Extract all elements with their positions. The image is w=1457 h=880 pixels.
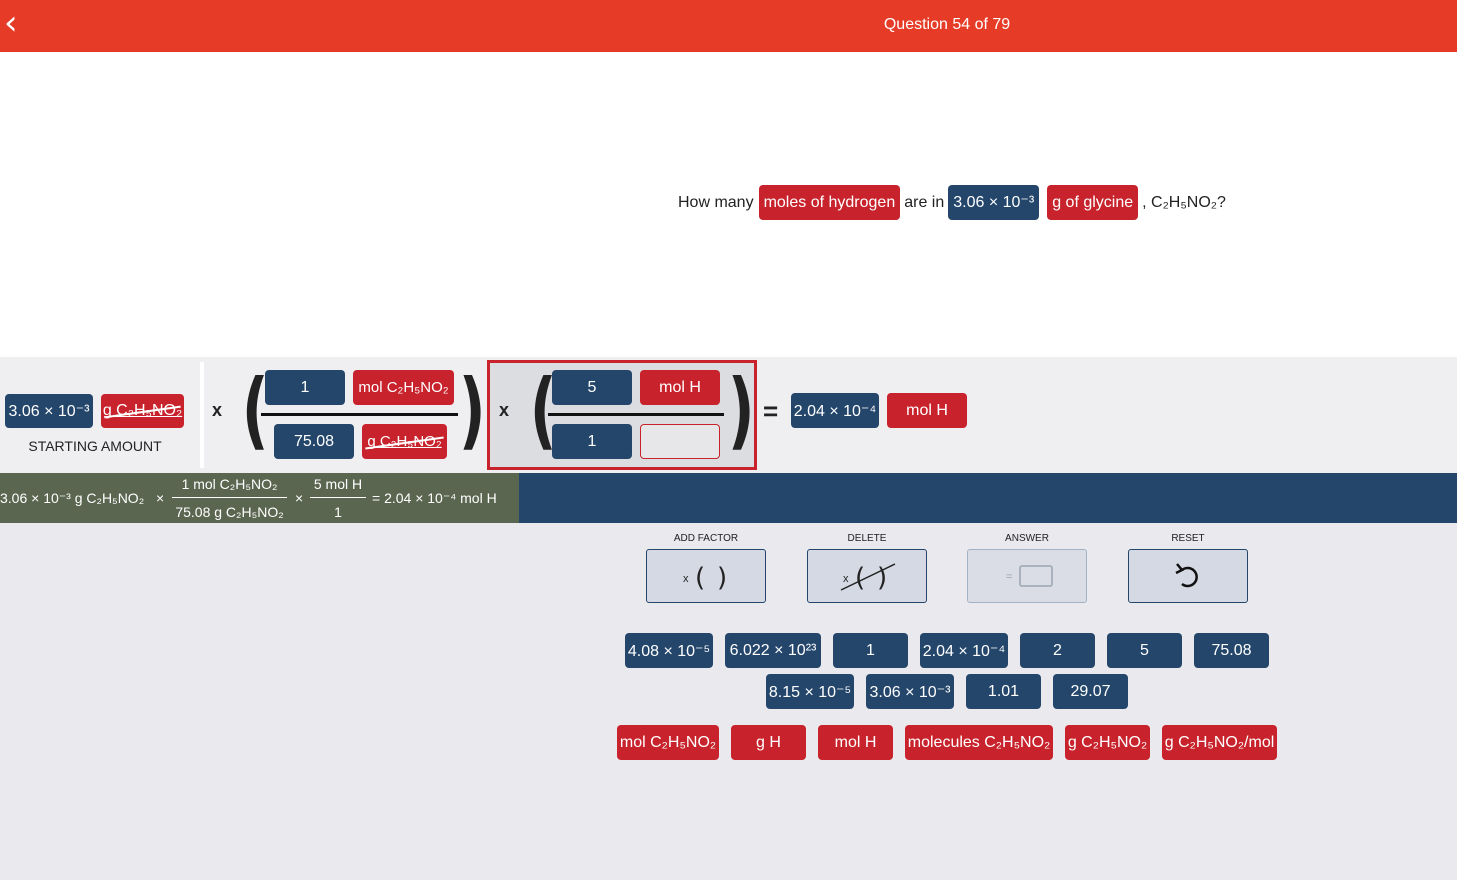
answer-value-tile[interactable]: 2.04 × 10⁻⁴ [791,393,879,428]
summary-f1-bar [172,497,287,498]
right-paren-2: ) [727,361,755,459]
question-area [0,52,1457,357]
factor1-denominator-value[interactable]: 75.08 [274,424,354,459]
summary-f1-numerator: 1 mol C₂H₅NO₂ [181,476,278,492]
number-tile[interactable]: 1.01 [966,674,1041,709]
top-bar [0,0,1457,52]
question-counter: Question 54 of 79 [883,16,1011,33]
unit-tile[interactable]: g C₂H₅NO₂ [1065,725,1150,760]
question-text-after: , C₂H₅NO₂? [1142,193,1226,211]
summary-f2-numerator: 5 mol H [313,476,363,492]
summary-f2-denominator: 1 [334,504,342,520]
factor2-fraction-bar [548,413,724,416]
summary-times-1: × [156,490,165,506]
summary-result: = 2.04 × 10⁻⁴ mol H [372,490,497,506]
equals-sign: = [763,396,779,426]
summary-f2-bar [310,497,366,498]
unit-tile[interactable]: mol H [818,725,893,760]
factor1-denominator-unit[interactable]: g C₂H₅NO₂ [362,424,447,459]
unit-tile[interactable]: g C₂H₅NO₂/mol [1162,725,1277,760]
question-target-chip: moles of hydrogen [758,185,901,220]
number-tile[interactable]: 1 [833,633,908,668]
reset-label: RESET [1171,533,1205,544]
factor2-denominator-value[interactable]: 1 [552,424,632,459]
question-text: How many moles of hydrogen are in 3.06 ×… [678,185,1226,220]
svg-text:(: ( [855,563,865,593]
multiply-sign-2: x [499,400,510,420]
starting-unit-tile[interactable]: g C₂H₅NO₂ [101,394,184,428]
number-tile[interactable]: 3.06 × 10⁻³ [866,674,954,709]
factor2-numerator-unit[interactable]: mol H [640,370,720,405]
delete-factor-icon: x ( ) [840,563,896,593]
left-paren-1: ( [241,361,269,459]
workspace-divider [200,362,204,468]
reset-button[interactable] [1128,549,1248,603]
factor2-denominator-unit-slot[interactable] [640,424,720,459]
number-tile[interactable]: 2.04 × 10⁻⁴ [920,633,1008,668]
number-tile[interactable]: 29.07 [1053,674,1128,709]
number-tile[interactable]: 75.08 [1194,633,1269,668]
svg-text:x: x [843,573,849,585]
add-factor-button[interactable]: x ( ) [646,549,766,603]
svg-text:(: ( [695,563,705,593]
starting-amount-label: STARTING AMOUNT [28,438,162,454]
number-tile[interactable]: 8.15 × 10⁻⁵ [766,674,854,709]
summary-f1-denominator: 75.08 g C₂H₅NO₂ [175,504,284,520]
number-tile[interactable]: 4.08 × 10⁻⁵ [625,633,713,668]
add-factor-icon: x ( ) [683,563,727,593]
back-chevron-icon[interactable]: ‹ [4,3,18,43]
summary-times-2: × [295,490,304,506]
starting-value-tile[interactable]: 3.06 × 10⁻³ [5,394,93,428]
answer-unit-tile[interactable]: mol H [887,393,967,428]
svg-text:=: = [1006,571,1012,583]
unit-tile[interactable]: g H [731,725,806,760]
question-amount-chip: 3.06 × 10⁻³ [948,185,1040,220]
factor1-numerator-unit[interactable]: mol C₂H₅NO₂ [353,370,454,405]
answer-button[interactable]: = [967,549,1087,603]
question-unit-chip: g of glycine [1047,185,1139,220]
right-paren-1: ) [458,361,486,459]
number-tile[interactable]: 5 [1107,633,1182,668]
factor2-numerator-value[interactable]: 5 [552,370,632,405]
number-tile[interactable]: 2 [1020,633,1095,668]
svg-text:): ) [877,563,887,593]
answer-label: ANSWER [1005,533,1049,544]
number-tile[interactable]: 6.022 × 10²³ [725,633,821,668]
factor1-fraction-bar [261,413,458,416]
delete-button[interactable]: x ( ) [807,549,927,603]
multiply-sign-1: x [212,400,223,420]
question-text-mid: are in [904,193,945,211]
summary-start: 3.06 × 10⁻³ g C₂H₅NO₂ [0,490,145,506]
answer-icon: = [1006,565,1053,587]
summary-equation: 3.06 × 10⁻³ g C₂H₅NO₂ × 1 mol C₂H₅NO₂ 75… [0,473,519,523]
factor1-numerator-value[interactable]: 1 [265,370,345,405]
svg-text:x: x [683,573,689,585]
question-text-before: How many [678,193,754,211]
unit-tile[interactable]: molecules C₂H₅NO₂ [905,725,1053,760]
reset-icon [1175,563,1198,588]
add-factor-label: ADD FACTOR [673,533,739,544]
svg-text:): ) [717,563,727,593]
delete-label: DELETE [847,533,887,544]
unit-tile[interactable]: mol C₂H₅NO₂ [617,725,719,760]
